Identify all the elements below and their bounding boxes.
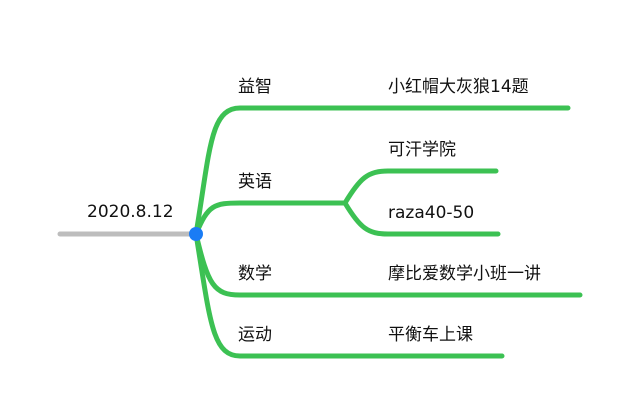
- branch-label-shuxue[interactable]: 数学: [238, 264, 272, 284]
- branch-connector-yundong: [193, 231, 505, 359]
- leaf-label-mobiai[interactable]: 摩比爱数学小班一讲: [388, 264, 541, 284]
- leaf-label-raza[interactable]: raza40-50: [388, 203, 475, 223]
- root-node-label[interactable]: 2020.8.12: [87, 202, 174, 222]
- leaf-label-pinghengche[interactable]: 平衡车上课: [388, 325, 473, 345]
- leaf-label-kehan[interactable]: 可汗学院: [388, 140, 456, 160]
- branch-label-yizhi[interactable]: 益智: [238, 77, 272, 97]
- branch-connector-yingyu: [193, 200, 348, 237]
- sub-connector-kehan: [342, 168, 499, 206]
- branch-connector-yizhi: [193, 105, 571, 237]
- branch-label-yingyu[interactable]: 英语: [238, 172, 272, 192]
- branch-label-yundong[interactable]: 运动: [238, 325, 272, 345]
- sub-connector-raza: [342, 200, 501, 237]
- leaf-label-xiaohongmao[interactable]: 小红帽大灰狼14题: [388, 77, 529, 97]
- root-node-dot[interactable]: [189, 227, 203, 241]
